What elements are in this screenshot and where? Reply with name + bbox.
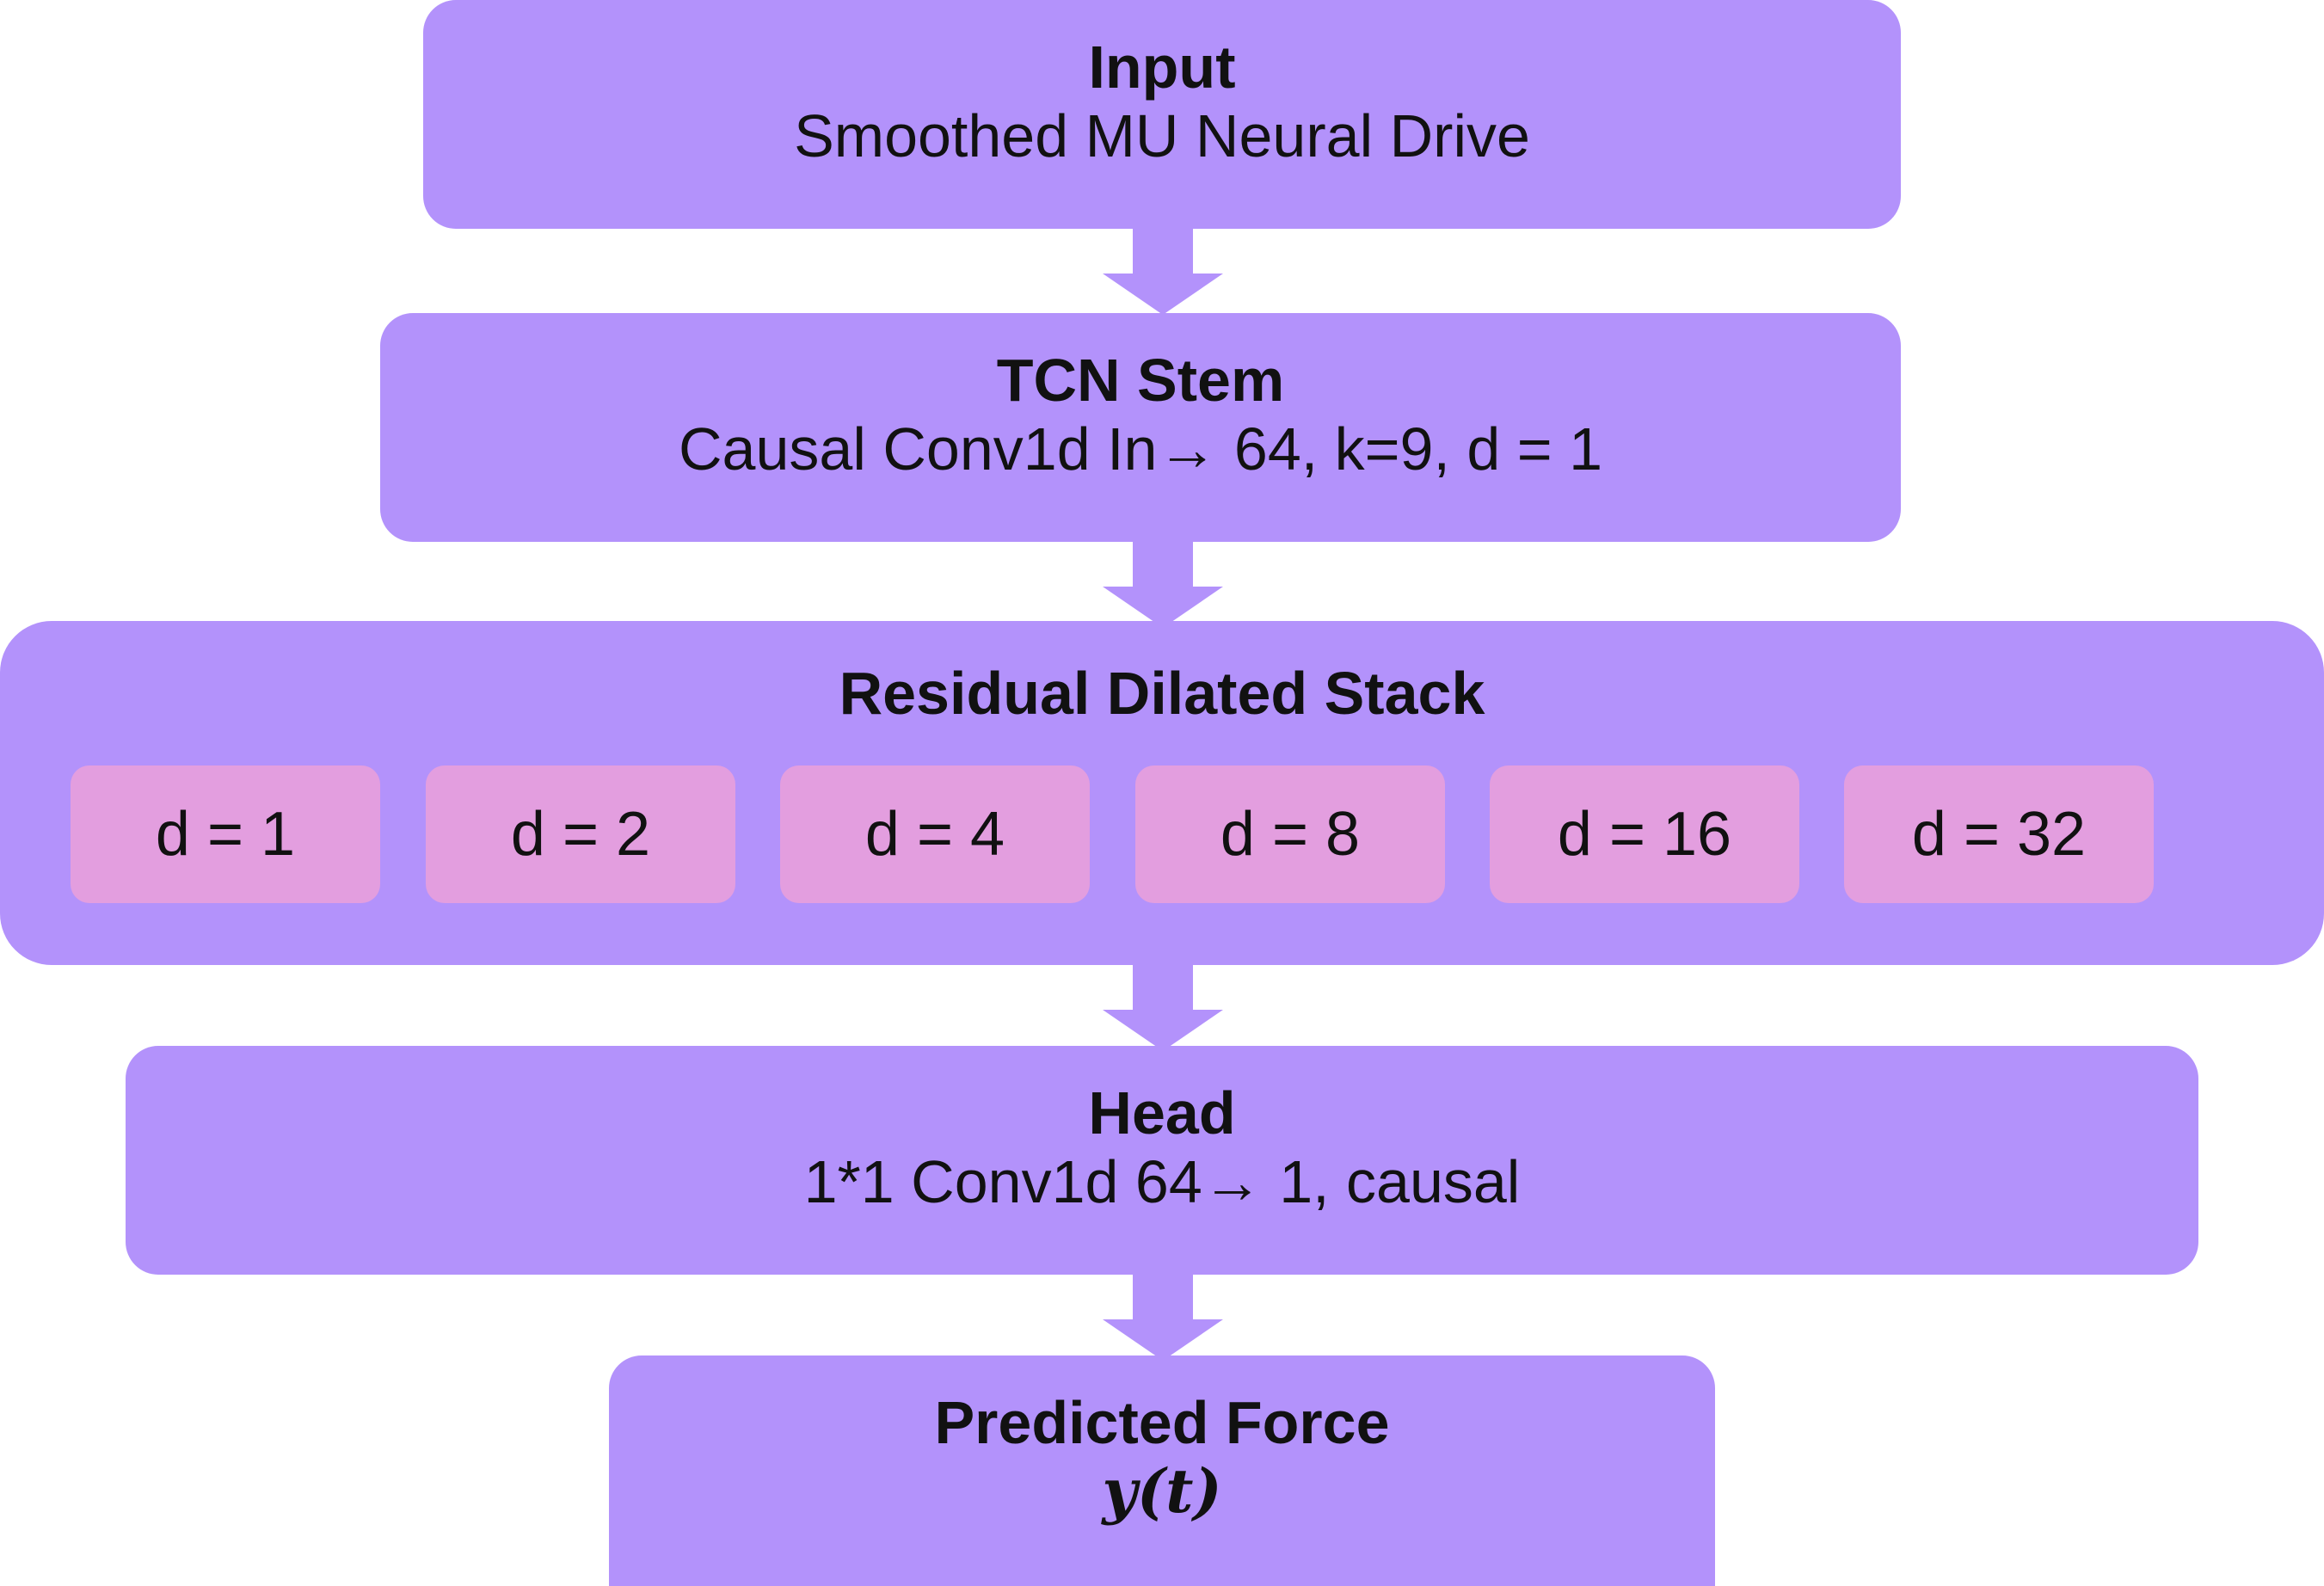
arrow-stack-to-head: [1103, 965, 1223, 1051]
predicted-force-block: Predicted Force y(t): [609, 1355, 1715, 1586]
tcn-stem-block: TCN Stem Causal Conv1d In→ 64, k=9, d = …: [380, 313, 1901, 542]
stem-subtitle: Causal Conv1d In→ 64, k=9, d = 1: [679, 415, 1602, 483]
stem-title: TCN Stem: [996, 347, 1285, 414]
arrow-stem-to-stack: [1103, 542, 1223, 628]
arrow-head-to-output: [1103, 1275, 1223, 1361]
input-subtitle: Smoothed MU Neural Drive: [794, 102, 1530, 169]
input-title: Input: [1088, 34, 1236, 101]
head-subtitle: 1*1 Conv1d 64→ 1, causal: [803, 1148, 1521, 1215]
dilation-block-2: d = 2: [426, 765, 735, 903]
input-block: Input Smoothed MU Neural Drive: [423, 0, 1901, 229]
head-block: Head 1*1 Conv1d 64→ 1, causal: [126, 1046, 2198, 1275]
arrow-input-to-stem: [1103, 229, 1223, 315]
stack-title: Residual Dilated Stack: [839, 660, 1485, 727]
dilation-block-16: d = 16: [1490, 765, 1799, 903]
dilation-block-8: d = 8: [1135, 765, 1445, 903]
output-title: Predicted Force: [934, 1389, 1390, 1456]
dilation-block-1: d = 1: [71, 765, 380, 903]
dilation-block-32: d = 32: [1844, 765, 2154, 903]
head-title: Head: [1088, 1079, 1236, 1146]
output-formula: y(t): [1102, 1455, 1222, 1527]
dilation-block-4: d = 4: [780, 765, 1090, 903]
